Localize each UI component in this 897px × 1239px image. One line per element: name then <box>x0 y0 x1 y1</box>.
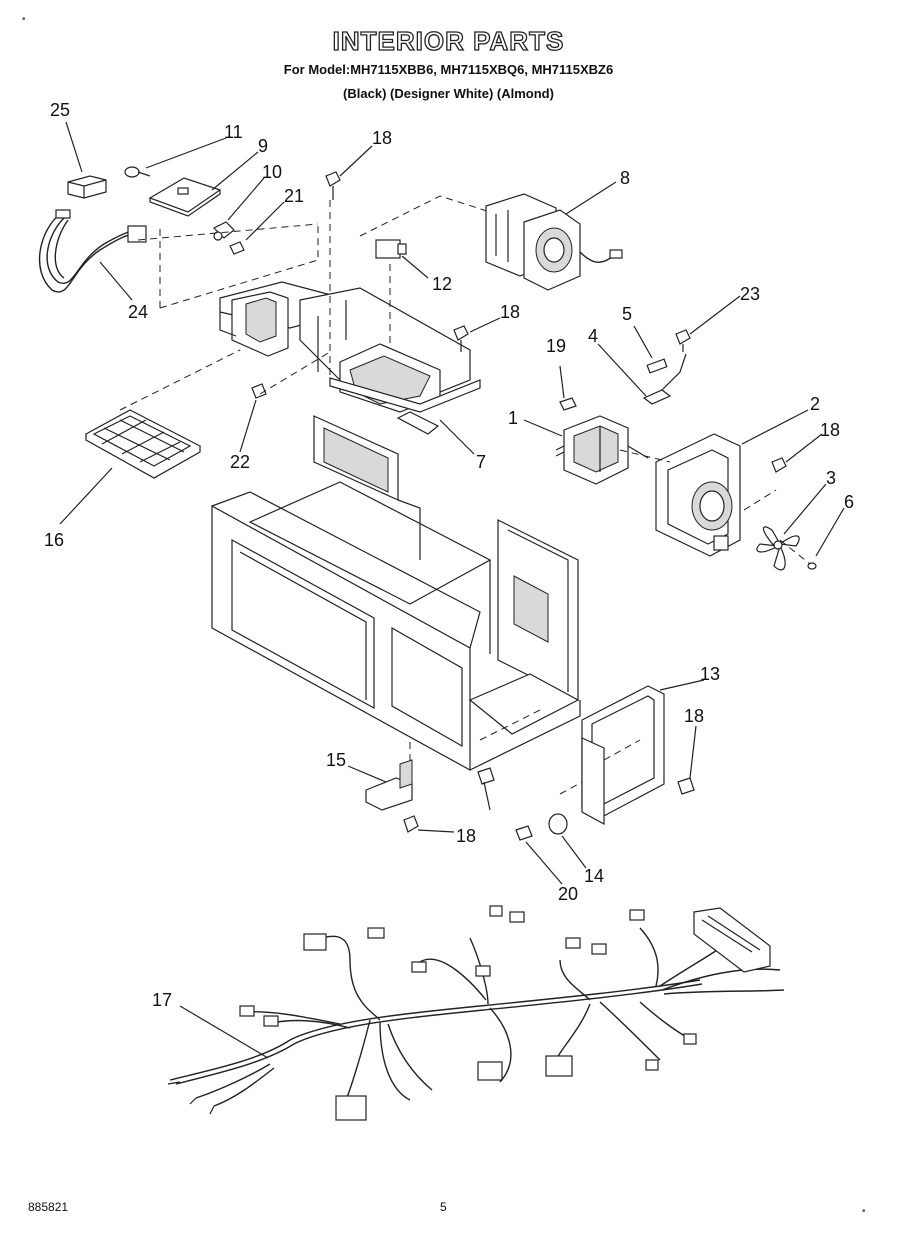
callout-21: 21 <box>284 186 304 206</box>
callout-16: 16 <box>44 530 64 550</box>
callout-20: 20 <box>558 884 578 904</box>
callout-23: 23 <box>740 284 760 304</box>
callout-8: 8 <box>620 168 630 188</box>
callout-6: 6 <box>844 492 854 512</box>
callout-1: 1 <box>508 408 518 428</box>
part-21-screw <box>229 241 245 255</box>
callout-13: 13 <box>700 664 720 684</box>
part-16-filter <box>84 409 202 479</box>
part-18-screw-right <box>771 457 787 473</box>
part-17-main-harness <box>167 905 785 1121</box>
part-1-motor-bracket <box>555 415 649 485</box>
callout-12: 12 <box>432 274 452 294</box>
part-13-choke-frame <box>581 685 665 826</box>
leader-lines <box>59 121 845 1059</box>
part-8-fan-motor <box>485 193 623 291</box>
page-number: 5 <box>440 1200 447 1214</box>
model-list: For Model:MH7115XBB6, MH7115XBQ6, MH7115… <box>283 62 614 77</box>
part-22-screw <box>251 383 267 399</box>
part-18-screw-mid <box>453 325 469 352</box>
callout-22: 22 <box>230 452 250 472</box>
part-18-screw-door <box>677 777 695 795</box>
callout-2: 2 <box>810 394 820 414</box>
part-3-fan-blade <box>756 526 800 571</box>
callout-19: 19 <box>546 336 566 356</box>
callout-18: 18 <box>372 128 392 148</box>
part-14-interlock <box>548 813 568 835</box>
part-18-screw-top <box>325 171 341 200</box>
callout-11: 11 <box>224 122 243 142</box>
callout-18: 18 <box>456 826 476 846</box>
part-24-lamp-harness <box>38 209 147 293</box>
part-23-screw <box>675 329 691 352</box>
part-19-screw <box>559 397 577 411</box>
part-20-screw <box>515 825 533 841</box>
callout-18: 18 <box>820 420 840 440</box>
part-6-clip <box>807 562 817 570</box>
part-11-lamp <box>124 166 151 178</box>
callout-5: 5 <box>622 304 632 324</box>
callout-25: 25 <box>50 100 70 120</box>
part-4-thermal-protector <box>642 353 687 405</box>
callout-18: 18 <box>684 706 704 726</box>
callout-labels: 25 11 9 10 21 24 18 12 8 18 23 5 4 19 1 … <box>44 100 854 1010</box>
part-25-fuse-block <box>67 175 107 199</box>
part-12-thermal-cutout <box>375 239 407 259</box>
part-2-fan-housing <box>655 433 741 557</box>
part-7-waveguide-cover <box>299 287 481 435</box>
part-10-lamp-socket <box>212 221 235 241</box>
callout-9: 9 <box>258 136 268 156</box>
part-18-screw-bottom <box>403 815 419 833</box>
callout-7: 7 <box>476 452 486 472</box>
callout-10: 10 <box>262 162 282 182</box>
callout-17: 17 <box>152 990 172 1010</box>
part-18-screw-center <box>477 767 495 785</box>
callout-3: 3 <box>826 468 836 488</box>
part-5-fuse <box>646 358 668 374</box>
page-title: INTERIOR PARTS <box>332 25 565 56</box>
part-15-latch-bracket <box>365 759 413 811</box>
callout-15: 15 <box>326 750 346 770</box>
callout-18: 18 <box>500 302 520 322</box>
corner-mark: • <box>862 1206 866 1217</box>
callout-4: 4 <box>588 326 598 346</box>
color-variants: (Black) (Designer White) (Almond) <box>343 86 554 101</box>
corner-mark: • <box>22 14 26 25</box>
document-number: 885821 <box>28 1200 69 1214</box>
cavity-assembly <box>211 415 581 772</box>
callout-14: 14 <box>584 866 604 886</box>
part-9-control-board <box>148 177 222 217</box>
callout-24: 24 <box>128 302 148 322</box>
